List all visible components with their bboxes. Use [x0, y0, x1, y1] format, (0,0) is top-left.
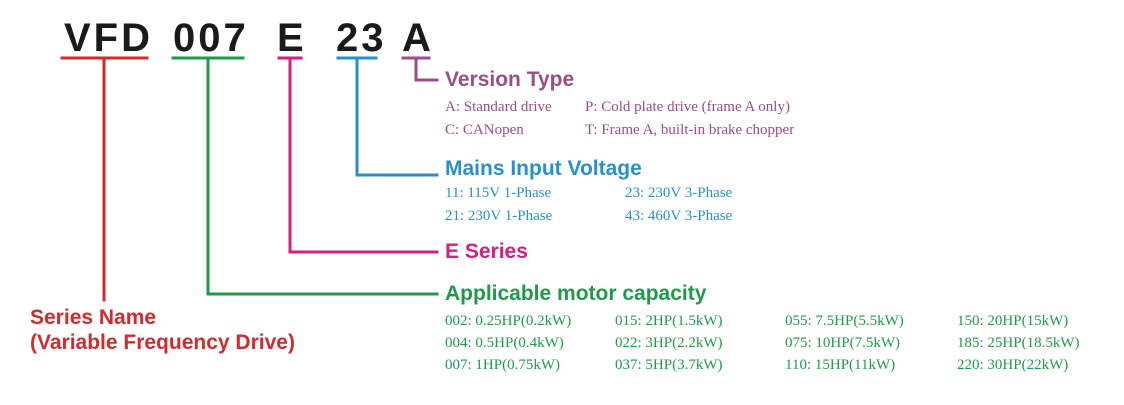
code-capacity: 007	[173, 16, 249, 60]
motor-capacity-item: 015: 2HP(1.5kW)	[615, 313, 723, 329]
version-leader	[414, 56, 439, 82]
e-series-title: E Series	[445, 240, 528, 263]
motor-capacity-title: Applicable motor capacity	[445, 282, 707, 305]
version-type-title: Version Type	[445, 68, 575, 91]
code-series: E	[277, 16, 307, 60]
series-name-sublabel: (Variable Frequency Drive)	[30, 331, 295, 354]
motor-capacity-item: 002: 0.25HP(0.2kW)	[445, 313, 572, 329]
motor-capacity-item: 185: 25HP(18.5kW)	[957, 335, 1080, 351]
version-type-item: C: CANopen	[445, 122, 524, 138]
code-version: A	[402, 16, 434, 60]
voltage-leader	[355, 56, 439, 177]
motor-capacity-item: 220: 30HP(22kW)	[957, 357, 1069, 373]
motor-capacity-item: 055: 7.5HP(5.5kW)	[785, 313, 904, 329]
mains-voltage-item: 23: 230V 3-Phase	[625, 185, 733, 201]
mains-voltage-title: Mains Input Voltage	[445, 157, 642, 180]
code-voltage: 23	[336, 16, 387, 60]
motor-capacity-item: 075: 10HP(7.5kW)	[785, 335, 900, 351]
series-name-label: Series Name	[30, 306, 157, 329]
version-type-item: A: Standard drive	[445, 99, 552, 115]
series-leader	[288, 56, 439, 254]
motor-capacity-item: 007: 1HP(0.75kW)	[445, 357, 560, 373]
code-prefix: VFD	[64, 16, 153, 60]
mains-voltage-item: 11: 115V 1-Phase	[445, 185, 552, 201]
motor-capacity-item: 037: 5HP(3.7kW)	[615, 357, 723, 373]
version-type-item: P: Cold plate drive (frame A only)	[585, 99, 790, 115]
capacity-leader	[206, 56, 439, 296]
motor-capacity-item: 022: 3HP(2.2kW)	[615, 335, 723, 351]
mains-voltage-item: 43: 460V 3-Phase	[625, 208, 733, 224]
motor-capacity-item: 150: 20HP(15kW)	[957, 313, 1069, 329]
version-type-item: T: Frame A, built-in brake chopper	[585, 122, 795, 138]
motor-capacity-item: 004: 0.5HP(0.4kW)	[445, 335, 564, 351]
motor-capacity-item: 110: 15HP(11kW)	[785, 357, 896, 373]
mains-voltage-item: 21: 230V 1-Phase	[445, 208, 553, 224]
